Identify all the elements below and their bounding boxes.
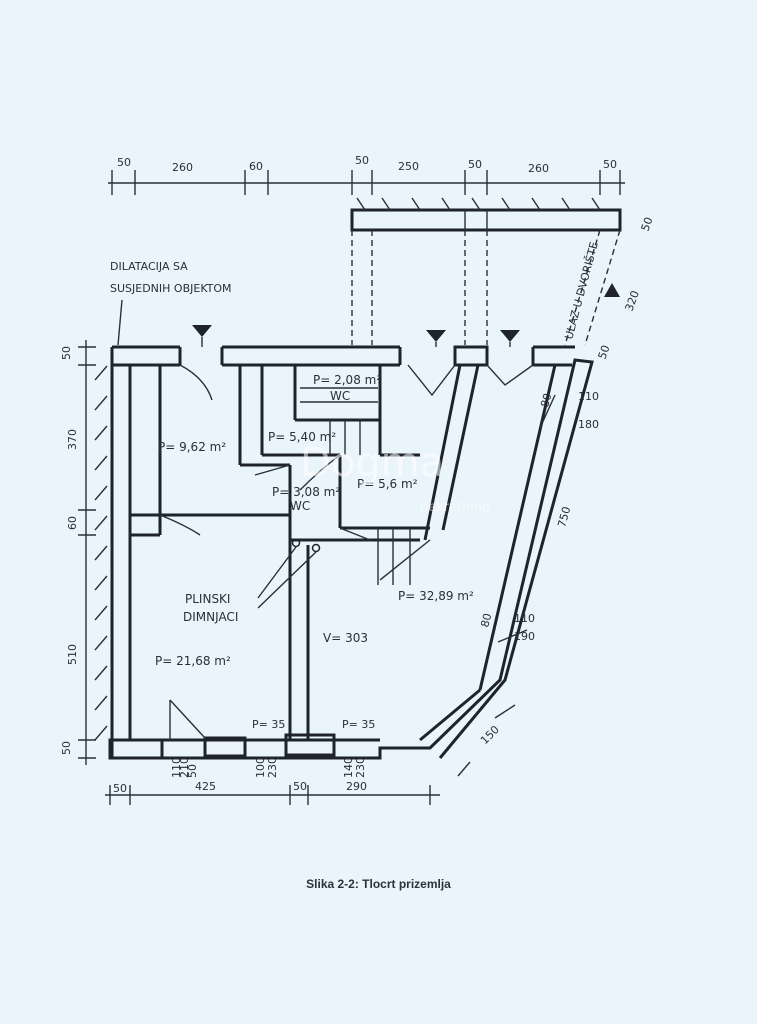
left-dimension-chain: 50 370 60 510 50 (60, 340, 96, 765)
win-right-top-a: 80 (538, 392, 554, 409)
sill-a-2: 210 (178, 757, 191, 778)
watermark-logo: Dogma (300, 440, 445, 486)
room-area-4-sub: WC (290, 499, 310, 513)
chimney-icon (291, 538, 301, 548)
dim-top-5: 250 (398, 160, 419, 173)
win-right-top-b: 110 (578, 390, 599, 403)
win-right-mid-a: 80 (478, 612, 494, 629)
outer-walls (110, 345, 594, 760)
room-area-5: P= 5,6 m² (357, 477, 418, 491)
dim-right-4: 750 (555, 505, 573, 529)
sill-a-3: 50 (186, 764, 199, 778)
dim-top-4: 50 (355, 154, 369, 167)
dim-left-4: 510 (66, 644, 79, 665)
dim-bottom-3: 50 (293, 780, 307, 793)
window-marker-icon (426, 330, 446, 342)
dim-left-5: 50 (60, 741, 73, 755)
ulaz-label: ULAZ U DVORIŠTE (562, 240, 601, 340)
sill-b-2: 230 (266, 757, 279, 778)
dim-top-7: 260 (528, 162, 549, 175)
dilatacija-line2: SUSJEDNIH OBJEKTOM (110, 282, 232, 295)
opening-p35-b: P= 35 (342, 718, 375, 731)
dilatation-hatch (94, 365, 108, 741)
dim-bottom-2: 425 (195, 780, 216, 793)
sill-b-1: 100 (254, 757, 267, 778)
dilatacija-line1: DILATACIJA SA (110, 260, 188, 273)
bottom-dimension-chain: 50 425 50 290 (105, 780, 440, 805)
dim-left-3: 60 (66, 516, 79, 530)
dim-right-3: 50 (596, 343, 613, 361)
room-area-6: P= 32,89 m² (398, 589, 474, 603)
door-swings (159, 364, 556, 643)
dim-left-2: 370 (66, 429, 79, 450)
watermark-subtitle: nekretnine (420, 500, 491, 515)
dim-top-6: 50 (468, 158, 482, 171)
dim-top-8: 50 (603, 158, 617, 171)
win-right-mid-c: 190 (514, 630, 535, 643)
dim-top-1: 50 (117, 156, 131, 169)
room-area-2: P= 2,08 m² (313, 373, 381, 387)
plinski-line1: PLINSKI (185, 592, 230, 606)
win-right-top-c: 180 (578, 418, 599, 431)
interior-walls (108, 364, 557, 760)
dim-left-1: 50 (60, 346, 73, 360)
dim-right-2: 320 (623, 289, 642, 313)
chimney-icon (311, 543, 321, 553)
win-right-mid-b: 110 (514, 612, 535, 625)
room-area-3: P= 5,40 m² (268, 430, 336, 444)
window-marker-icon (192, 325, 212, 337)
dim-top-2: 260 (172, 161, 193, 174)
dim-right-1: 50 (639, 215, 656, 233)
room-area-2-sub: WC (330, 389, 350, 403)
figure-caption: Slika 2-2: Tlocrt prizemlja (306, 877, 451, 891)
stairs (169, 387, 411, 740)
entrance-arrow-icon (604, 283, 620, 297)
sill-c-1: 140 (342, 757, 355, 778)
window-marker-icon (500, 330, 520, 342)
opening-p35-a: P= 35 (252, 718, 285, 731)
canopy: 50 320 50 ULAZ U DVORIŠTE (350, 197, 656, 361)
room-area-1: P= 9,62 m² (158, 440, 226, 454)
dim-bottom-4: 290 (346, 780, 367, 793)
dim-bottom-1: 50 (113, 782, 127, 795)
room-area-7: P= 21,68 m² (155, 654, 231, 668)
sill-a-1: 110 (170, 757, 183, 778)
room-area-4: P= 3,08 m² (272, 485, 340, 499)
dim-right-5: 150 (478, 723, 502, 747)
dim-top-3: 60 (249, 160, 263, 173)
plinski-line2: DIMNJACI (183, 610, 238, 624)
top-dimension-chain: 50 260 60 50 250 50 260 50 (108, 154, 625, 195)
sill-c-2: 230 (354, 757, 367, 778)
room-height: V= 303 (323, 631, 368, 645)
